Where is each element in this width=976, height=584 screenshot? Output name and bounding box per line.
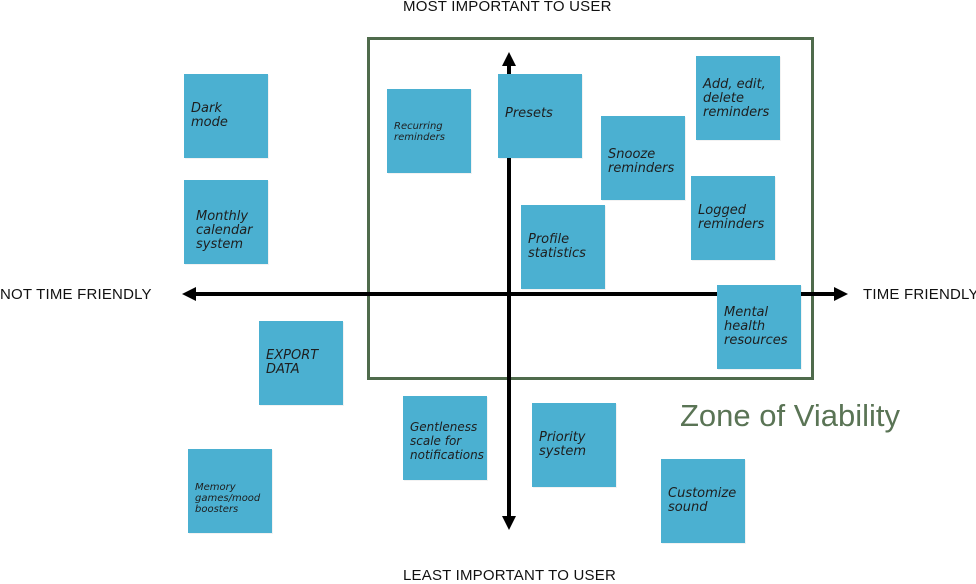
sticky-note-monthly-calendar: Monthly calendar system	[184, 180, 268, 264]
axis-label-left: NOT TIME FRIENDLY	[0, 286, 152, 303]
note-text: Profile statistics	[528, 232, 586, 261]
top-arrowhead	[502, 52, 516, 66]
axis-label-bottom: LEAST IMPORTANT TO USER	[403, 567, 616, 584]
right-arrowhead	[834, 287, 848, 301]
sticky-note-priority-system: Priority system	[532, 403, 616, 487]
note-text: Monthly calendar system	[196, 209, 253, 252]
left-arrowhead	[182, 287, 196, 301]
note-text: Mental health resources	[724, 305, 788, 348]
note-text: Dark mode	[191, 101, 228, 130]
note-text: Customize sound	[668, 486, 737, 515]
note-text: Memory games/mood boosters	[195, 482, 261, 515]
sticky-note-memory-games: Memory games/mood boosters	[188, 449, 272, 533]
note-text: Recurring reminders	[394, 121, 445, 143]
note-text: Priority system	[539, 430, 586, 459]
sticky-note-gentleness-scale: Gentleness scale for notifications	[403, 396, 487, 480]
sticky-note-snooze-reminders: Snooze reminders	[601, 116, 685, 200]
bottom-arrowhead	[502, 516, 516, 530]
sticky-note-add-edit-delete: Add, edit, delete reminders	[696, 56, 780, 140]
axis-label-top: MOST IMPORTANT TO USER	[403, 0, 612, 15]
sticky-note-dark-mode: Dark mode	[184, 74, 268, 158]
note-text: Logged reminders	[698, 203, 765, 232]
zone-title: Zone of Viability	[680, 398, 900, 433]
note-text: Presets	[505, 106, 553, 121]
sticky-note-presets: Presets	[498, 74, 582, 158]
sticky-note-logged-reminders: Logged reminders	[691, 176, 775, 260]
axis-label-right: TIME FRIENDLY	[863, 286, 976, 303]
sticky-note-mental-health: Mental health resources	[717, 285, 801, 369]
zone-of-viability-box	[367, 37, 814, 380]
note-text: Snooze reminders	[608, 147, 675, 176]
note-text: EXPORT DATA	[266, 348, 319, 377]
note-text: Gentleness scale for notifications	[410, 420, 484, 462]
sticky-note-export-data: EXPORT DATA	[259, 321, 343, 405]
note-text: Add, edit, delete reminders	[703, 77, 770, 120]
sticky-note-recurring-reminders: Recurring reminders	[387, 89, 471, 173]
sticky-note-profile-statistics: Profile statistics	[521, 205, 605, 289]
sticky-note-customize-sound: Customize sound	[661, 459, 745, 543]
